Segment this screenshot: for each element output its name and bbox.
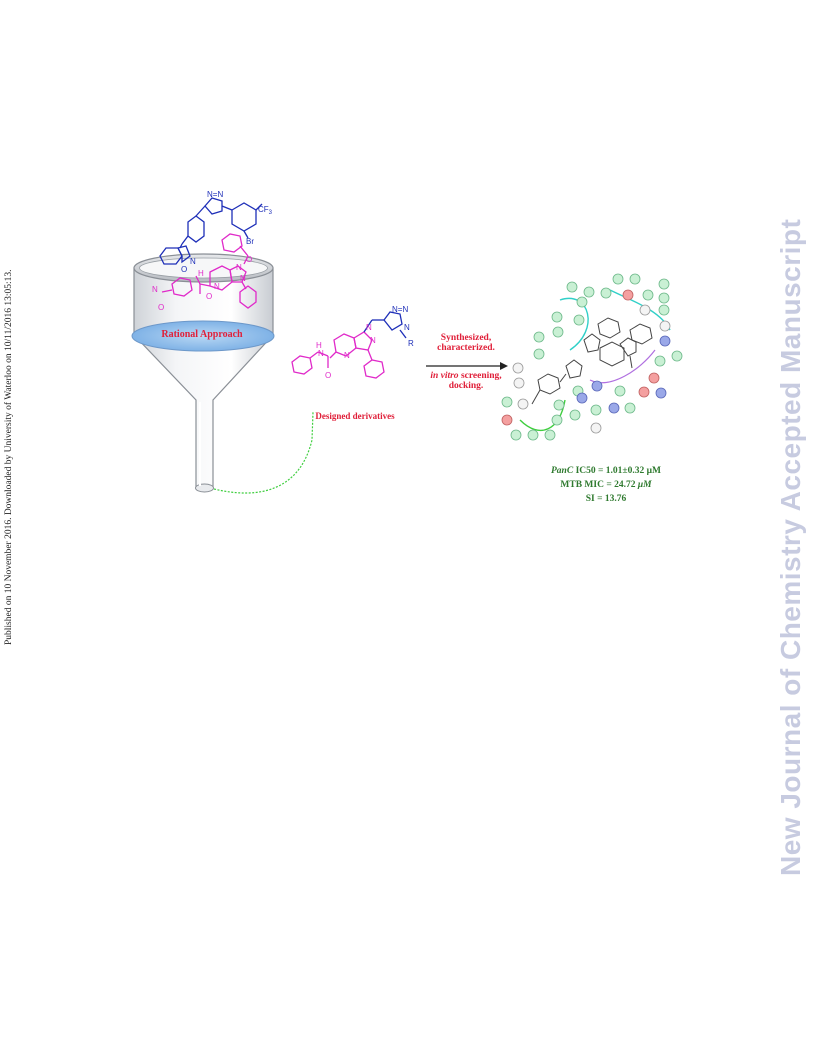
lead-molecule-blue [159, 197, 263, 265]
label-n2: N [240, 274, 246, 283]
arrow-text-above: Synthesized, characterized. [424, 333, 508, 353]
flow-arrow-green [213, 411, 314, 494]
label-o-amide: O [206, 292, 212, 301]
result-panc-rest: IC50 = 1.01±0.32 μM [573, 466, 661, 476]
label-designed-n2: N [370, 336, 376, 345]
result-si: SI = 13.76 [585, 494, 627, 504]
lead-molecule-blue-labels: N=N CF3 Br N O [181, 190, 273, 274]
label-n-ring: N [214, 282, 220, 291]
label-cf3: CF3 [258, 205, 273, 216]
rational-approach-label: Rational Approach [161, 329, 243, 340]
label-n-nitro: N [152, 285, 158, 294]
label-designed-n: N [318, 349, 324, 358]
designed-derivative-triazole [363, 311, 407, 339]
label-o-benz: O [181, 265, 187, 274]
label-designed-r: R [408, 339, 414, 348]
lead-molecule-magenta [161, 233, 257, 309]
label-n1: N [236, 263, 242, 272]
designed-derivative-molecule [291, 331, 385, 379]
designed-derivatives-label: Designed derivatives [315, 411, 395, 421]
label-designed-o: O [325, 371, 331, 380]
arrow-text-screening: in vitro screening, [420, 371, 512, 381]
result-mtb-mic: MTB MIC = 24.72 μM [536, 478, 676, 492]
label-designed-h: H [316, 341, 322, 350]
label-o-nitro: O [158, 303, 164, 312]
label-nn-top: N=N [207, 190, 223, 199]
arrow-text-in-vitro: in vitro [430, 371, 459, 381]
label-nh: H [198, 269, 204, 278]
lead-molecule-magenta-labels: O N N H O N N O [152, 255, 252, 312]
designed-derivative-labels: H N O N N N N=N N R [316, 305, 414, 380]
funnel [131, 253, 275, 493]
arrow-text-synthesized: Synthesized, [440, 333, 492, 343]
label-br: Br [246, 237, 254, 246]
result-panc: PanC IC50 = 1.01±0.32 μM [536, 464, 676, 478]
activity-results: PanC IC50 = 1.01±0.32 μM MTB MIC = 24.72… [536, 464, 676, 506]
result-mtb-mic-value: MTB MIC = 24.72 [560, 480, 638, 490]
label-n-benz: N [190, 257, 196, 266]
label-o-benzoyl: O [246, 255, 252, 264]
label-designed-n-ring: N [344, 351, 350, 360]
arrow-text-characterized: characterized. [437, 343, 495, 353]
result-mtb-mic-unit: μM [637, 480, 652, 490]
label-designed-nn: N=N [392, 305, 408, 314]
docking-interaction-diagram [501, 273, 683, 441]
arrow-text-screening-rest: screening, [458, 371, 502, 381]
label-designed-n1: N [366, 323, 372, 332]
arrow-text-docking: docking. [448, 381, 484, 391]
arrow-text-below: in vitro screening, docking. [420, 371, 512, 391]
reaction-arrow [426, 362, 508, 370]
label-designed-n-triazole: N [404, 323, 410, 332]
result-panc-italic: PanC [551, 466, 574, 476]
